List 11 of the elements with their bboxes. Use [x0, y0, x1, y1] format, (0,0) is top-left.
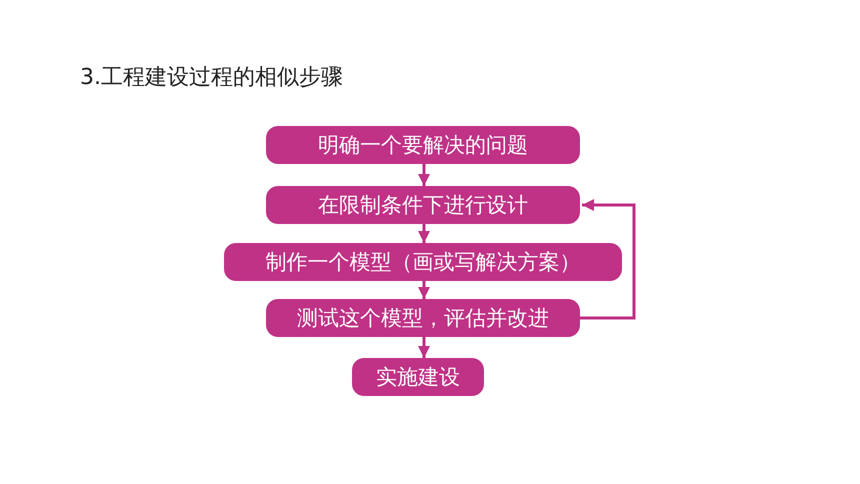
- step-box: 实施建设: [352, 358, 484, 396]
- arrow: [418, 164, 430, 186]
- arrow: [418, 224, 430, 243]
- step-box: 制作一个模型（画或写解决方案）: [224, 243, 622, 281]
- title: 3.工程建设过程的相似步骤: [80, 64, 343, 92]
- step-box: 在限制条件下进行设计: [266, 186, 580, 224]
- arrow: [418, 281, 430, 299]
- arrow: [580, 199, 636, 320]
- step-box: 测试这个模型，评估并改进: [266, 299, 580, 337]
- step-box: 明确一个要解决的问题: [266, 126, 580, 164]
- arrow: [418, 337, 430, 358]
